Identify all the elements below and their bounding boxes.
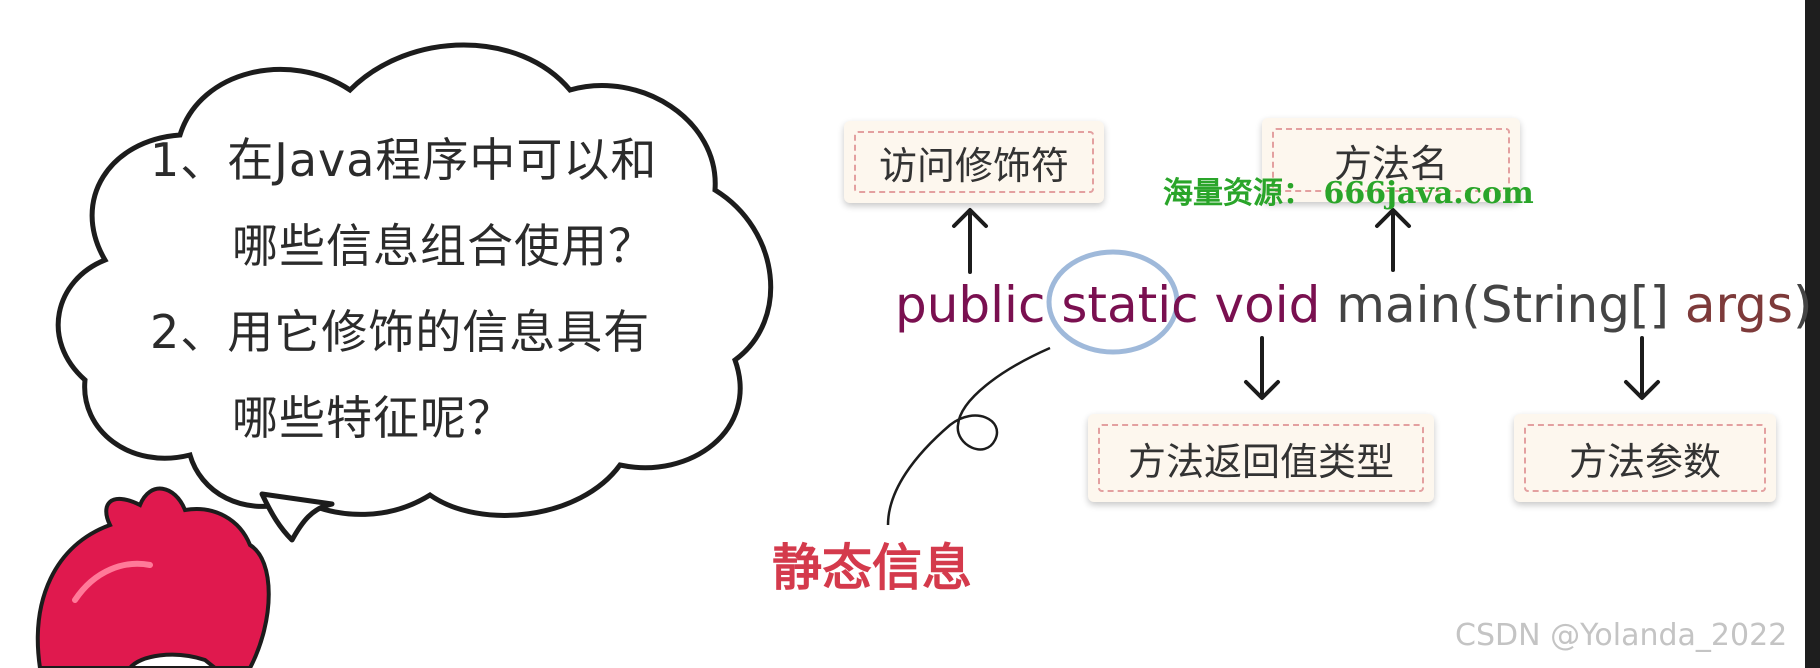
paren-open: ( [1461,276,1481,334]
method-signature: public static void main(String[] args) [895,276,1812,334]
bubble-line-2: 哪些信息组合使用？ [232,219,655,273]
label-method-name-text: 方法名 [1333,141,1448,186]
arrow-down-icon [1244,336,1280,400]
watermark-text: 海量资源： 666java.com [1163,176,1534,211]
thought-bubble [55,42,774,518]
label-return-type-text: 方法返回值类型 [1127,439,1394,484]
arrow-up-icon [1375,208,1411,272]
csdn-credit: CSDN @Yolanda_2022 [1455,618,1788,653]
param-name: args [1684,276,1793,334]
label-method-name: 方法名 [1262,118,1520,202]
pointer-curve [886,346,1051,526]
arrow-up-icon [952,208,988,274]
param-type: String[] [1480,276,1669,334]
label-method-params-text: 方法参数 [1568,439,1721,484]
keyword-void: void [1214,276,1321,334]
paren-close: ) [1792,276,1813,334]
static-info-label: 静态信息 [772,539,972,597]
bubble-line-1: 1、在Java程序中可以和 [150,133,658,187]
keyword-public: public [895,276,1046,334]
highlight-circle [1046,249,1180,355]
bubble-line-3: 2、用它修饰的信息具有 [150,305,651,359]
label-method-params: 方法参数 [1514,414,1776,502]
bubble-tail [259,491,335,543]
cartoon-character [35,486,271,668]
right-edge-bar [1805,0,1820,668]
method-name-main: main [1336,276,1462,334]
label-access-modifier-text: 访问修饰符 [878,143,1069,188]
keyword-static: static [1061,276,1199,334]
arrow-down-icon [1624,336,1660,400]
bubble-line-4: 哪些特征呢？ [232,391,514,445]
label-access-modifier: 访问修饰符 [844,121,1104,203]
label-return-type: 方法返回值类型 [1088,414,1434,502]
